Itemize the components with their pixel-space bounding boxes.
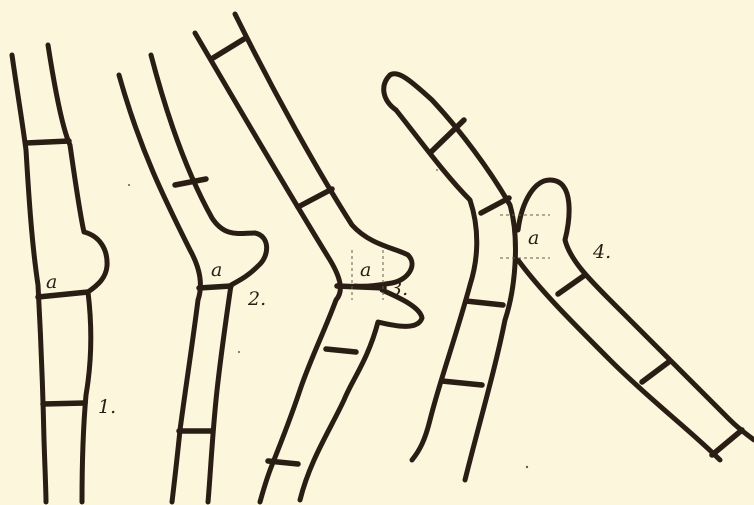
panel-2-number-label: 2. [247,288,266,310]
panel-1-septum-1 [26,141,69,143]
panel-3-number-label: 3. [390,278,408,300]
panel-4-septum-6 [642,361,670,382]
panel-4-septum-7 [712,430,742,455]
panel-4-septum-5 [558,275,585,294]
ink-speck [128,184,130,186]
panel-4-septum-4 [442,381,482,385]
panel-1: a 1. [12,45,116,502]
panel-2-septum-1 [175,179,206,185]
panel-2-septum-2 [199,286,231,288]
panel-1-septum-3 [43,403,85,404]
panel-1-cell-label: a [46,271,57,293]
panel-3: a 3. [195,14,422,502]
panel-3-septum-3 [337,286,384,288]
panel-4-branch-wall [518,180,754,440]
ink-speck [436,169,438,171]
panel-4-cell-label: a [528,227,539,249]
panel-1-left-wall [12,55,46,502]
panel-4-number-label: 4. [592,241,611,263]
panel-3-septum-1 [213,39,244,58]
panel-3-septum-4 [326,349,356,352]
panel-4: a 4. [384,74,754,480]
panel-2-cell-label: a [211,259,222,281]
panel-1-number-label: 1. [98,396,116,418]
panel-4-tip [384,75,396,110]
panel-4-septum-2 [481,198,509,213]
panel-2-left-wall [119,75,200,502]
ink-speck [526,466,528,468]
panel-3-cell-label: a [360,259,371,281]
panel-4-septum-1 [431,120,464,152]
panel-4-branch-lower-wall [518,260,720,460]
ink-speck [238,351,240,353]
panel-3-septum-5 [268,461,298,464]
panel-3-septum-2 [298,189,332,207]
panel-4-septum-3 [466,301,503,305]
